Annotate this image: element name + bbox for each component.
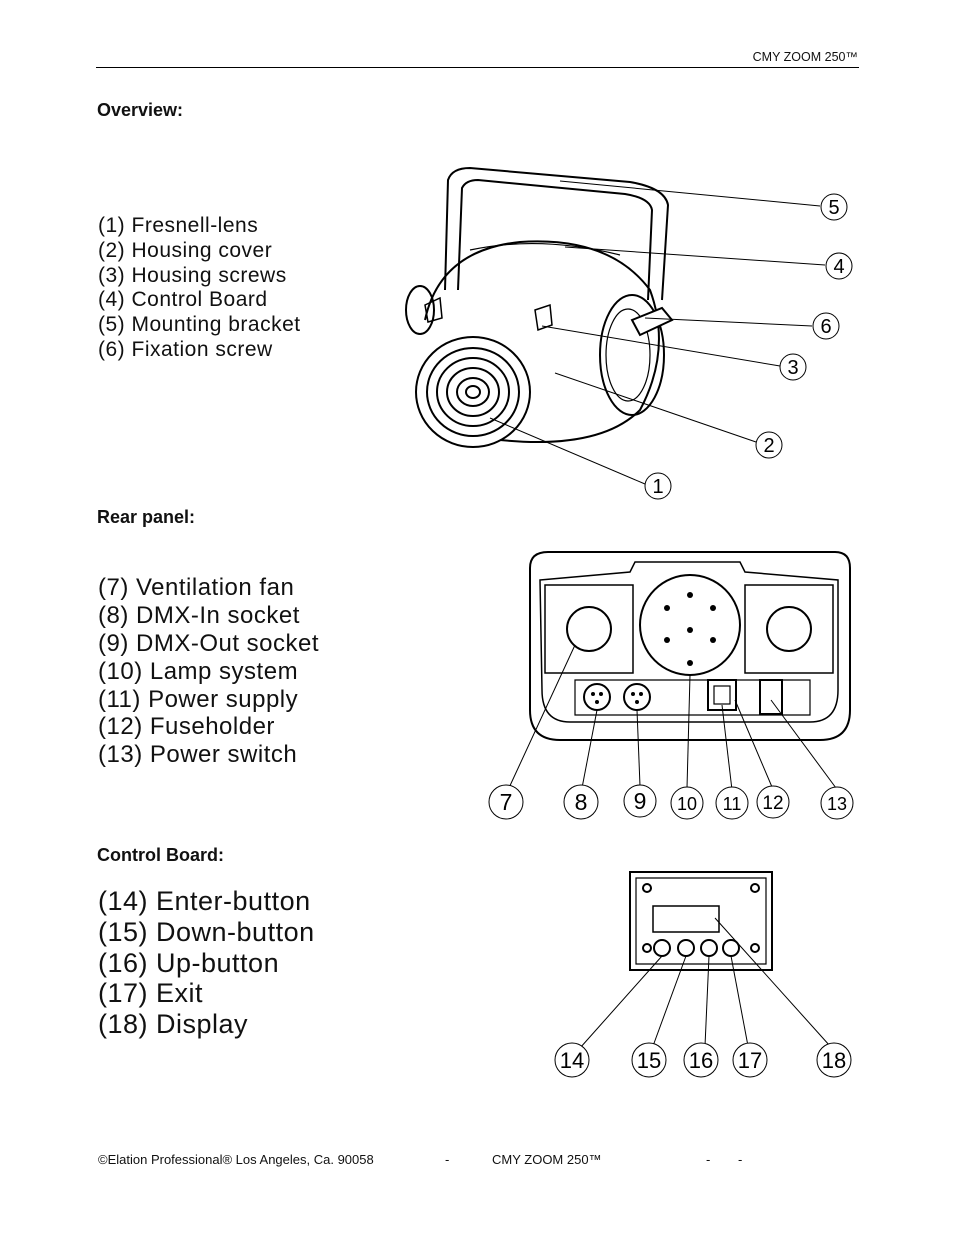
rear-panel-item: (9) DMX-Out socket [98, 629, 320, 657]
callout-16: 16 [689, 1048, 713, 1073]
footer-separator: - [738, 1152, 743, 1167]
overview-item: (3) Housing screws [98, 263, 287, 287]
rear-panel-item: (10) Lamp system [98, 657, 299, 685]
callout-1: 1 [652, 476, 663, 498]
control-board-item: (17) Exit [98, 978, 204, 1009]
callout-3: 3 [787, 357, 798, 379]
callout-13: 13 [827, 794, 847, 814]
footer-separator: - [445, 1152, 450, 1167]
fixture-overview-illustration: 5 4 6 3 2 1 [405, 166, 853, 500]
control-board-item: (18) Display [98, 1009, 249, 1040]
control-board-parts-list: (14) Enter-button (15) Down-button (16) … [98, 888, 315, 1042]
header-product-title: CMY ZOOM 250™ [752, 50, 858, 64]
rear-panel-parts-list: (7) Ventilation fan (8) DMX-In socket (9… [98, 576, 319, 771]
callout-5: 5 [828, 197, 839, 219]
callout-2: 2 [763, 435, 774, 457]
footer-separator: - [706, 1152, 711, 1167]
callout-6: 6 [820, 316, 831, 338]
callout-11: 11 [723, 794, 742, 814]
callout-12: 12 [762, 793, 783, 814]
callout-18: 18 [822, 1048, 846, 1073]
rear-panel-item: (8) DMX-In socket [98, 601, 300, 629]
control-board-heading: Control Board: [97, 845, 224, 865]
overview-heading: Overview: [97, 100, 184, 120]
callout-14: 14 [560, 1048, 584, 1073]
overview-parts-list: (1) Fresnell-lens (2) Housing cover (3) … [98, 215, 301, 364]
footer-product: CMY ZOOM 250™ [492, 1152, 602, 1167]
callout-17: 17 [738, 1048, 762, 1073]
header-rule [96, 67, 859, 68]
callout-7: 7 [500, 789, 513, 815]
rear-panel-item: (7) Ventilation fan [98, 574, 295, 601]
control-board-item: (16) Up-button [98, 947, 280, 978]
rear-panel-item: (11) Power supply [98, 685, 299, 713]
callout-8: 8 [575, 789, 588, 815]
footer-copyright: ©Elation Professional® Los Angeles, Ca. … [98, 1152, 374, 1167]
control-board-item: (15) Down-button [98, 916, 315, 947]
control-board-item: (14) Enter-button [98, 886, 311, 916]
overview-item: (6) Fixation screw [98, 337, 273, 361]
callout-10: 10 [677, 794, 697, 814]
callout-9: 9 [634, 788, 647, 814]
overview-item: (4) Control Board [98, 288, 268, 312]
overview-item: (2) Housing cover [98, 238, 273, 262]
callout-15: 15 [637, 1048, 661, 1073]
control-board-illustration: 14 15 16 17 18 [554, 871, 852, 1078]
overview-item: (1) Fresnell-lens [98, 214, 259, 237]
rear-panel-item: (12) Fuseholder [98, 713, 275, 741]
rear-panel-illustration: 7 8 9 10 11 12 13 [488, 551, 854, 820]
rear-panel-heading: Rear panel: [97, 507, 196, 527]
rear-panel-item: (13) Power switch [98, 741, 298, 769]
callout-4: 4 [833, 256, 844, 278]
overview-item: (5) Mounting bracket [98, 313, 301, 337]
